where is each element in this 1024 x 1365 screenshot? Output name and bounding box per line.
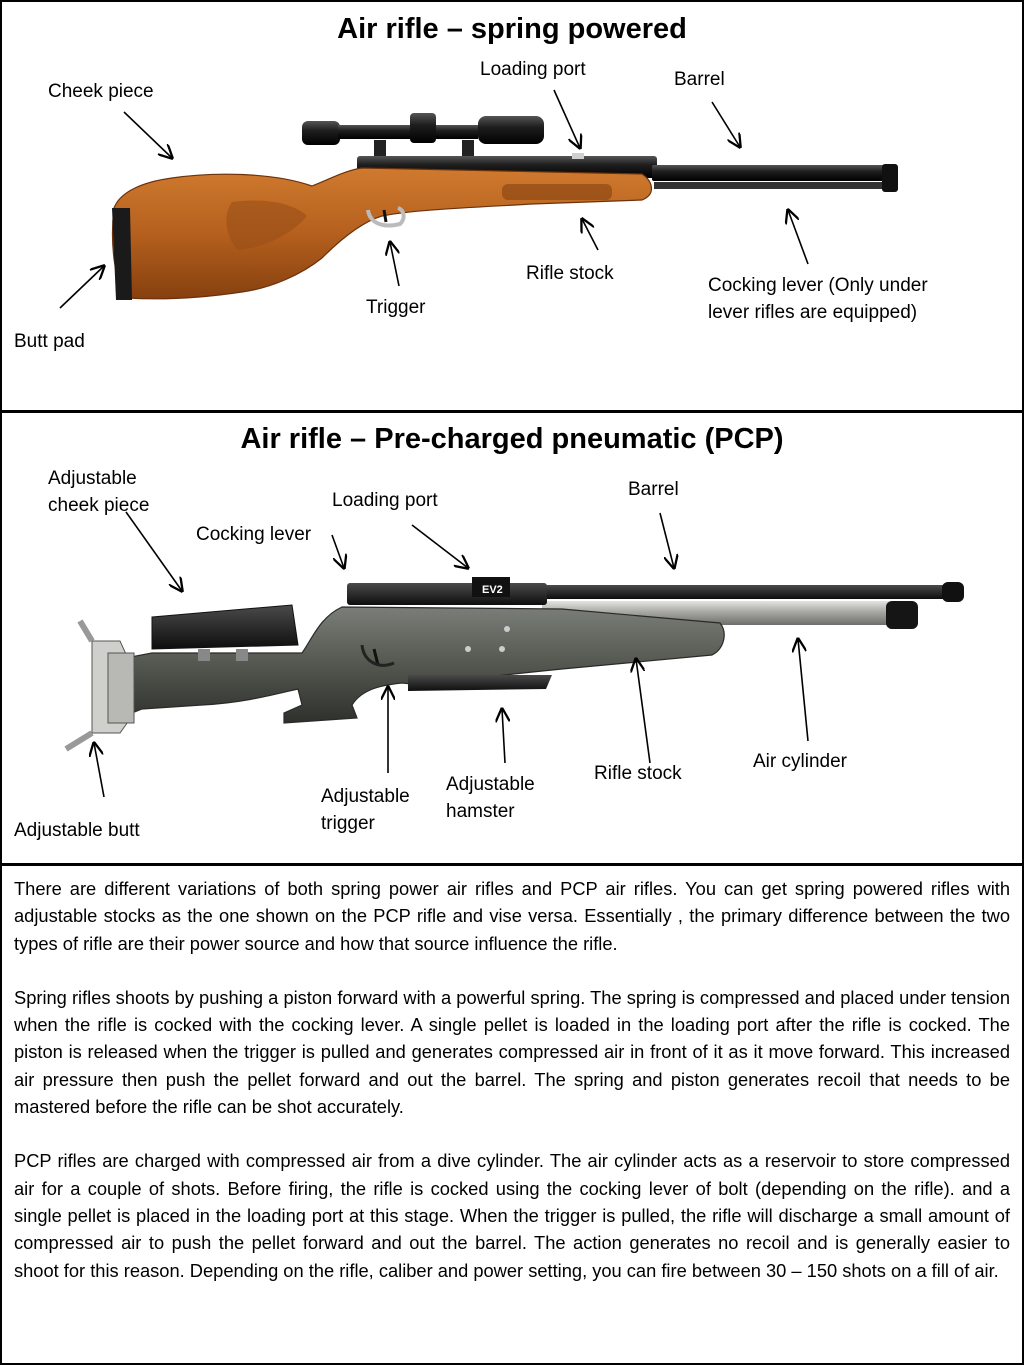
pcp-trigger bbox=[372, 648, 380, 666]
label-adjustable-cheek-piece-line2: cheek piece bbox=[48, 495, 150, 516]
butt-pad bbox=[112, 208, 132, 300]
label-adjustable-hamster-line2: hamster bbox=[446, 801, 515, 822]
scope bbox=[302, 113, 544, 160]
label-rifle-stock: Rifle stock bbox=[526, 263, 614, 284]
label-cocking-lever-line2: lever rifles are equipped) bbox=[708, 302, 918, 323]
label-adjustable-trigger-line2: trigger bbox=[321, 813, 375, 834]
label-adjustable-trigger-line1: Adjustable bbox=[321, 786, 410, 807]
description-paragraph-2: Spring rifles shoots by pushing a piston… bbox=[14, 986, 1010, 1118]
spring-rifle-illustration bbox=[59, 89, 898, 309]
trigger-guard bbox=[366, 206, 406, 228]
label-butt-pad: Butt pad bbox=[14, 331, 85, 352]
trigger bbox=[382, 209, 388, 223]
pcp-panel-title: Air rifle – Pre-charged pneumatic (PCP) bbox=[240, 423, 784, 455]
label-cheek-piece: Cheek piece bbox=[48, 81, 154, 102]
adjustable-butt-plate bbox=[64, 619, 135, 752]
description-paragraph-3: PCP rifles are charged with compressed a… bbox=[14, 1150, 1010, 1281]
label-loading-port: Loading port bbox=[480, 59, 586, 80]
pcp-rifle-panel: Air rifle – Pre-charged pneumatic (PCP) bbox=[2, 413, 1022, 866]
pcp-action bbox=[347, 583, 547, 605]
label-barrel: Barrel bbox=[674, 69, 725, 90]
pcp-barrel bbox=[472, 585, 960, 599]
pcp-rifle-illustration: EV2 bbox=[64, 511, 964, 798]
spring-arrows bbox=[59, 89, 809, 309]
description-panel: There are different variations of both s… bbox=[2, 866, 1022, 1363]
label-adjustable-cheek-piece-line1: Adjustable bbox=[48, 468, 137, 489]
label-rifle-stock: Rifle stock bbox=[594, 763, 682, 784]
label-barrel: Barrel bbox=[628, 479, 679, 500]
label-cocking-lever: Cocking lever bbox=[196, 524, 312, 545]
spring-panel-title: Air rifle – spring powered bbox=[337, 13, 687, 45]
label-adjustable-butt: Adjustable butt bbox=[14, 820, 140, 841]
label-adjustable-hamster-line1: Adjustable bbox=[446, 774, 535, 795]
pcp-arrows bbox=[94, 511, 809, 798]
description-paragraph-1: There are different variations of both s… bbox=[14, 878, 1010, 954]
spring-rifle-panel: Air rifle – spring powered bbox=[2, 2, 1022, 413]
label-loading-port: Loading port bbox=[332, 490, 438, 511]
adjustable-hamster bbox=[408, 675, 552, 691]
label-trigger: Trigger bbox=[366, 297, 426, 318]
label-air-cylinder: Air cylinder bbox=[753, 751, 847, 772]
ev2-mark: EV2 bbox=[482, 584, 503, 596]
description-text: There are different variations of both s… bbox=[14, 875, 1010, 1311]
adjustable-cheek-piece bbox=[151, 604, 299, 650]
label-cocking-lever-line1: Cocking lever (Only under bbox=[708, 275, 928, 296]
